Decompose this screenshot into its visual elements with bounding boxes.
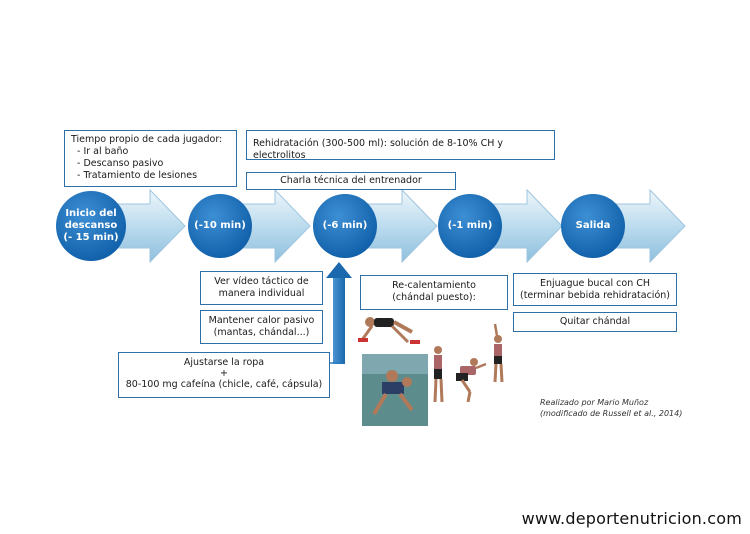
player-time-item: - Tratamiento de lesiones [77, 170, 198, 181]
athlete-vertical-jump-icon [493, 323, 504, 383]
keep-warm-line: Mantener calor pasivo [208, 315, 315, 326]
adjust-clothes-line: Ajustarse la ropa [183, 357, 265, 368]
remove-tracksuit-box: Quitar chándal [513, 312, 677, 332]
step-label-5: Salida [575, 220, 611, 231]
rewarmup-line: (chándal puesto): [392, 292, 476, 303]
athlete-squat-icon [456, 358, 487, 403]
keep-warm-line: (mantas, chándal...) [213, 327, 310, 338]
player-time-box: Tiempo propio de cada jugador: - Ir al b… [64, 130, 237, 187]
step-label-3: (-6 min) [322, 220, 368, 231]
mouth-rinse-box: Enjuague bucal con CH (terminar bebida r… [513, 273, 677, 306]
adjust-clothes-box: Ajustarse la ropa + 80-100 mg cafeína (c… [118, 352, 330, 398]
step-1-line-3: (- 15 min) [63, 232, 119, 243]
step-circle-5 [561, 194, 625, 258]
adjust-clothes-line: 80-100 mg cafeína (chicle, café, cápsula… [125, 379, 323, 390]
tactical-video-box: Ver vídeo táctico de manera individual [200, 271, 323, 305]
tactical-video-line: Ver vídeo táctico de [214, 276, 309, 287]
player-time-title: Tiempo propio de cada jugador: [71, 134, 223, 145]
player-time-item: - Ir al baño [77, 146, 129, 157]
rewarmup-line: Re-calentamiento [392, 280, 476, 291]
adjust-clothes-plus: + [220, 368, 228, 379]
step-1-line-2: descanso [64, 220, 118, 231]
mouth-rinse-line: (terminar bebida rehidratación) [519, 290, 670, 301]
credit-source: (modificado de Russell et al., 2014) [540, 409, 683, 418]
step-1-line-1: Inicio del [65, 208, 117, 219]
step-circle-2 [188, 194, 252, 258]
up-arrow [326, 262, 352, 364]
player-time-item: - Descanso pasivo [77, 158, 164, 169]
step-circle-1 [56, 191, 126, 261]
coach-talk-box: Charla técnica del entrenador [246, 172, 456, 190]
rewarmup-box: Re-calentamiento (chándal puesto): [360, 275, 508, 310]
athlete-jump-icon [358, 317, 420, 344]
timeline-circles [56, 191, 625, 261]
rehydration-box: Rehidratación (300-500 ml): solución de … [246, 130, 555, 161]
keep-warm-box: Mantener calor pasivo (mantas, chándal..… [200, 310, 323, 344]
step-label-1: Inicio del descanso (- 15 min) [58, 208, 124, 244]
step-label-2: (-10 min) [194, 220, 246, 231]
step-circle-3 [313, 194, 377, 258]
site-watermark: www.deportenutricion.com [521, 509, 742, 528]
mouth-rinse-line: Enjuague bucal con CH [539, 278, 651, 289]
step-circle-4 [438, 194, 502, 258]
credit-note: Realizado por Mario Muñoz (modificado de… [540, 397, 700, 419]
tactical-video-line: manera individual [218, 288, 305, 299]
warmup-athletes-illustration [358, 317, 504, 426]
sprint-photo [362, 354, 428, 426]
credit-author: Realizado por Mario Muñoz [540, 398, 649, 407]
step-label-4: (-1 min) [447, 220, 493, 231]
athlete-stand-icon [433, 346, 444, 403]
